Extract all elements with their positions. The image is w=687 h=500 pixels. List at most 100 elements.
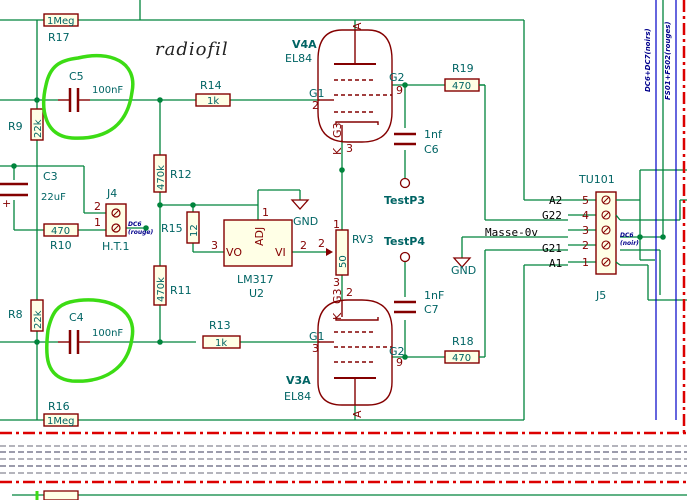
resistor-r10: 470 R10 (43, 223, 79, 252)
c3-ref: C3 (43, 170, 58, 183)
u2-pin2: 2 (300, 239, 307, 252)
j4-pin2: 2 (94, 200, 101, 213)
capacitor-c5: C5 100nF (58, 70, 123, 112)
v3a-k: K (331, 312, 344, 320)
j5-ref: J5 (595, 289, 606, 302)
v4a-value: EL84 (285, 52, 312, 65)
u2-ref: U2 (249, 287, 264, 300)
r17-ref: R17 (48, 31, 70, 44)
j5-pin4: 4 (582, 209, 589, 222)
c5-value: 100nF (92, 85, 123, 96)
c7-ref: C7 (424, 303, 439, 316)
r14-value: 1k (207, 96, 219, 107)
regulator-u2: VO VI ADJ 1 3 2 LM317 U2 (211, 206, 307, 300)
r9-ref: R9 (8, 120, 23, 133)
r19-ref: R19 (452, 62, 474, 75)
page-title: radiofil (155, 39, 229, 60)
potentiometer-rv3: 50 RV3 2 1 3 (318, 218, 374, 289)
j5-note2: (noir) (620, 240, 639, 247)
rv3-value: 50 (338, 255, 349, 268)
v3a-pin9: 9 (396, 356, 403, 369)
resistor-r12: 470k R12 (153, 154, 192, 193)
r11-ref: R11 (170, 284, 192, 297)
capacitor-c3: + C3 22uF (0, 170, 66, 210)
resistor-r8: 22k R8 (8, 299, 44, 332)
connector-j4: 2 1 J4 H.T.1 DC6 (rouge) (94, 187, 153, 253)
c4-value: 100nF (92, 328, 123, 339)
v4a-g2: G2 (389, 71, 405, 84)
v4a-g3: G3 (331, 122, 344, 138)
rv3-pin1: 1 (333, 218, 340, 231)
c5-ref: C5 (69, 70, 84, 83)
c3-value: 22uF (41, 192, 66, 203)
j5-pin5: 5 (582, 194, 589, 207)
r18-value: 470 (452, 353, 471, 364)
j4-note2: (rouge) (128, 229, 153, 236)
resistor-r16: 1Meg R16 (43, 400, 79, 427)
net-masse: Masse-0v (485, 226, 538, 239)
testpoint-tp4: TestP4 (384, 235, 425, 263)
capacitor-c6: 1nf C6 (394, 128, 443, 156)
tp3-label: TestP3 (384, 194, 425, 207)
v4a-pin9: 9 (396, 84, 403, 97)
resistor-r13: 1k R13 (202, 319, 241, 349)
v3a-pin3: 3 (312, 342, 319, 355)
j4-note: DC6 (128, 221, 142, 228)
v4a-pin3: 3 (346, 142, 353, 155)
r15-ref: R15 (161, 222, 183, 235)
r12-ref: R12 (170, 168, 192, 181)
capacitor-c4: C4 100nF (58, 311, 123, 354)
c6-value: 1nf (424, 128, 443, 141)
r8-ref: R8 (8, 308, 23, 321)
r19-value: 470 (452, 81, 471, 92)
r13-ref: R13 (209, 319, 231, 332)
tube-v3a: V3A EL84 A G1 3 G2 9 K G3 2 (284, 286, 405, 418)
gnd1-label: GND (293, 215, 318, 228)
highlight-c5 (42, 53, 135, 140)
r16-value: 1Meg (47, 416, 75, 427)
r16-ref: R16 (48, 400, 70, 413)
u2-vo: VO (226, 246, 242, 259)
rv3-pin3: 3 (333, 276, 340, 289)
rv3-ref: RV3 (352, 233, 374, 246)
resistor-r9: 22k R9 (8, 108, 44, 141)
resistor-r18: 470 R18 (444, 335, 480, 364)
tu101-ref: TU101 (578, 173, 615, 186)
u2-vi: VI (275, 246, 286, 259)
right-label-dc: DC6+DC7(noirs) (644, 28, 652, 92)
c6-ref: C6 (424, 143, 439, 156)
c3-plus: + (2, 197, 11, 210)
j5-note: DC6 (620, 232, 634, 239)
gnd2-label: GND (451, 264, 476, 277)
j4-value: H.T.1 (102, 240, 129, 253)
j5-pin3: 3 (582, 224, 589, 237)
r14-ref: R14 (200, 79, 222, 92)
v4a-a: A (351, 22, 364, 30)
highlight-c4 (44, 298, 135, 383)
v3a-g2: G2 (389, 345, 405, 358)
tube-v4a: V4A EL84 A 7 G1 2 G2 9 K G3 3 (285, 22, 405, 155)
resistor-r14: 1k R14 (195, 79, 231, 107)
r11-value: 470k (156, 277, 167, 302)
v3a-pin2: 2 (346, 286, 353, 299)
v3a-ref: V3A (286, 374, 311, 387)
j4-pin1: 1 (94, 216, 101, 229)
v4a-pin2: 2 (312, 99, 319, 112)
junctions (34, 82, 666, 360)
net-g21: G21 (542, 242, 562, 255)
v4a-ref: V4A (292, 38, 317, 51)
r8-value: 22k (33, 310, 44, 329)
c7-value: 1nF (424, 289, 444, 302)
j4-ref: J4 (106, 187, 117, 200)
r13-value: 1k (215, 338, 227, 349)
r12-value: 470k (156, 165, 167, 190)
tp4-label: TestP4 (384, 235, 425, 248)
gnd-symbol-1: GND (290, 199, 318, 228)
u2-pin3: 3 (211, 239, 218, 252)
j5-pin2: 2 (582, 239, 589, 252)
resistor-r19: 470 R19 (444, 62, 480, 92)
rv3-pin2: 2 (318, 237, 325, 250)
testpoint-tp3: TestP3 (384, 177, 425, 207)
